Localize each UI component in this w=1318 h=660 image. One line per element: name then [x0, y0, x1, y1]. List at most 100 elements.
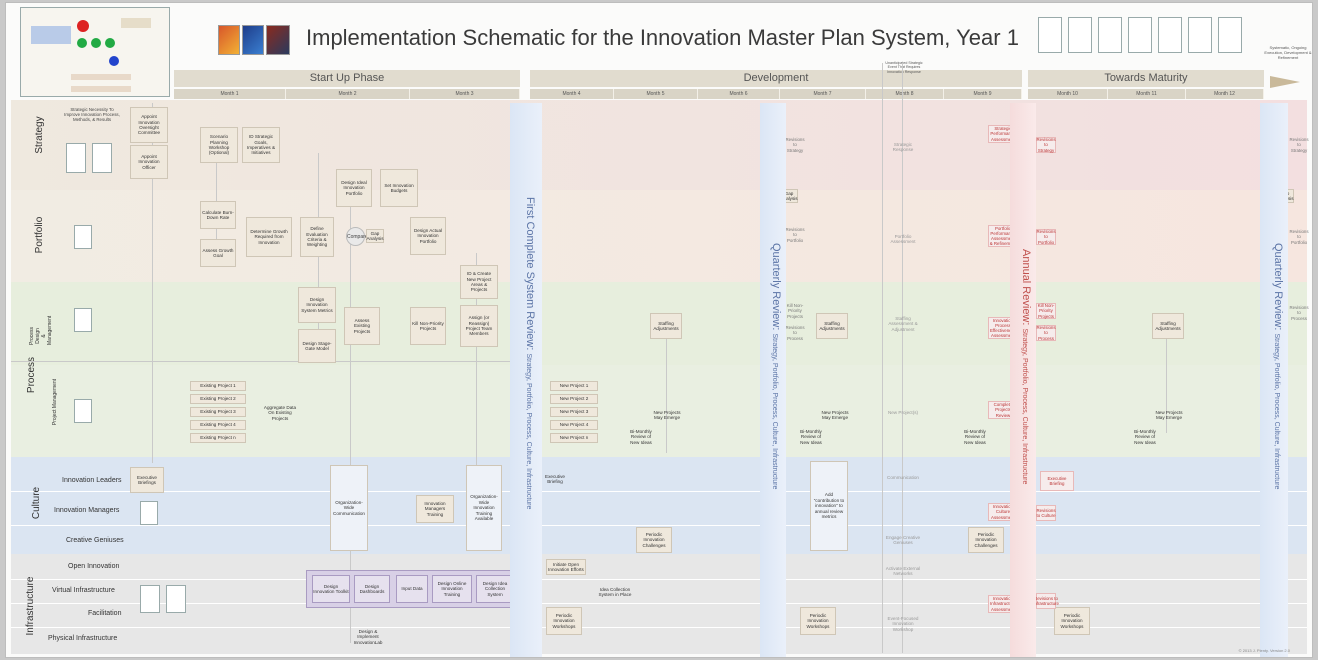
revisions-strategy-box[interactable]: Revisions to Strategy: [785, 137, 805, 153]
new-project-item[interactable]: New Project 2: [550, 394, 598, 404]
define-criteria-box[interactable]: Define Evaluation Criteria & Weighting: [300, 217, 334, 257]
gap-analysis-box[interactable]: Gap Analysis: [366, 229, 384, 243]
kill-nonpriority-box-2[interactable]: Kill Non-Priority Projects: [1036, 303, 1056, 319]
staffing-adjust-box-3[interactable]: Staffing Adjustments: [1152, 313, 1184, 339]
activate-external-box[interactable]: Activate External Networks: [885, 565, 921, 576]
toolkit-item[interactable]: Design Idea Collection System: [476, 575, 514, 603]
aggregate-box[interactable]: Aggregate Data On Existing Projects: [263, 404, 297, 421]
bimonthly-review: Bi-Monthly Review of New Ideas: [630, 428, 652, 445]
assess-growth-box[interactable]: Assess Growth Goal: [200, 239, 236, 267]
project-management-label: Project Management: [52, 378, 58, 426]
managers-training-box[interactable]: Innovation Managers Training: [416, 495, 454, 523]
open-efforts-box[interactable]: Initiate Open Innovation Efforts: [546, 559, 586, 575]
id-create-box[interactable]: ID & Create New Project Areas & Projects: [460, 265, 498, 299]
periodic-challenges-box[interactable]: Periodic Innovation Challenges: [636, 527, 672, 553]
revisions-portfolio-box-2[interactable]: Revisions to Portfolio: [1036, 229, 1056, 245]
id-goals-box[interactable]: ID Strategic Goals, Imperatives & Initia…: [242, 127, 280, 163]
set-budgets-box[interactable]: Set Innovation Budgets: [380, 169, 418, 207]
group-strategy: Strategy: [34, 116, 45, 154]
exec-briefings-box[interactable]: Executive Briefings: [130, 467, 164, 493]
month-label: Month 7: [780, 89, 866, 99]
design-lab-box[interactable]: Design & Implement InnovationLab: [353, 628, 383, 645]
revisions-strategy-box-3[interactable]: Revisions to Strategy: [1289, 137, 1309, 153]
org-communication-box[interactable]: Organization-Wide Communication: [330, 465, 368, 551]
periodic-workshops-box-2[interactable]: Periodic Innovation Workshops: [800, 607, 836, 635]
toolkit-item[interactable]: Input Data: [396, 575, 428, 603]
kill-projects-box[interactable]: Kill Non-Priority Projects: [410, 307, 446, 345]
burn-down-box[interactable]: Calculate Burn-Down Rate: [200, 201, 236, 229]
revisions-process-box-3[interactable]: Revisions to Process: [1289, 305, 1309, 321]
kill-nonpriority-box[interactable]: Kill Non-Priority Projects: [786, 303, 804, 319]
month-label: Month 4: [530, 89, 614, 99]
document-icon: [140, 585, 160, 613]
new-project-item[interactable]: New Project 4: [550, 420, 598, 430]
credit-text: © 2013 J. Plenty. Version 2.0: [1238, 648, 1290, 653]
existing-project-item[interactable]: Existing Project 4: [190, 420, 246, 430]
existing-project-item[interactable]: Existing Project 2: [190, 394, 246, 404]
lane-virtual-infrastructure: Virtual Infrastructure: [52, 587, 115, 594]
assign-teams-box[interactable]: Assign (or Reassign) Project Team Member…: [460, 305, 498, 347]
document-icon: [166, 585, 186, 613]
design-stage-gate-box[interactable]: Design Stage-Gate Model: [298, 329, 336, 363]
overview-thumbnail: [20, 7, 170, 97]
first-review-label: First Complete System Review: Strategy, …: [524, 197, 536, 510]
add-contribution-box[interactable]: Add "contribution to innovation" to annu…: [810, 461, 848, 551]
design-ideal-box[interactable]: Design Ideal Innovation Portfolio: [336, 169, 372, 207]
existing-project-item[interactable]: Existing Project 3: [190, 407, 246, 417]
phase-development: Development: [530, 70, 1022, 87]
exec-briefing-box[interactable]: Executive Briefing: [545, 473, 565, 484]
lane-innovation-leaders: Innovation Leaders: [62, 477, 122, 484]
scenario-workshop-box[interactable]: Scenario Planning Workshop (Optional): [200, 127, 238, 163]
engage-creative-box[interactable]: Engage Creative Geniuses: [885, 534, 921, 545]
revisions-portfolio-box[interactable]: Revisions to Portfolio: [785, 227, 805, 243]
determine-growth-box[interactable]: Determine Growth Required from Innovatio…: [246, 217, 292, 257]
bimonthly-review-2: Bi-Monthly Review of New Ideas: [800, 428, 822, 445]
toolkit-item[interactable]: Design Online Innovation Training: [432, 575, 472, 603]
toolkit-item[interactable]: Design Innovation Toolkit: [312, 575, 350, 603]
phase-maturity: Towards Maturity: [1028, 70, 1264, 87]
annual-review-column: [1010, 103, 1036, 657]
new-projects-box[interactable]: New Project(s): [887, 410, 919, 416]
revisions-portfolio-box-3[interactable]: Revisions to Portfolio: [1289, 229, 1309, 245]
appoint-officer-box[interactable]: Appoint Innovation Officer: [130, 145, 168, 179]
month-label: Month 12: [1186, 89, 1264, 99]
month-label: Month 6: [698, 89, 780, 99]
strategic-necessity-text: Strategic Necessity To Improve Innovatio…: [64, 107, 120, 123]
document-icon: [92, 143, 112, 173]
exec-briefing-red-box[interactable]: Executive Briefing: [1040, 471, 1074, 491]
staffing-adjust-box-2[interactable]: Staffing Adjustments: [816, 313, 848, 339]
new-projects-emerge-3: New Projects May Emerge: [1155, 409, 1183, 420]
design-metrics-box[interactable]: Design Innovation System Metrics: [298, 287, 336, 323]
new-project-item[interactable]: New Project n: [550, 433, 598, 443]
revisions-infra-box[interactable]: Revisions to Infrastructure: [1033, 593, 1059, 609]
idea-collection-box[interactable]: Idea Collection System in Place: [598, 586, 632, 597]
month-label: Month 2: [286, 89, 410, 99]
existing-project-item[interactable]: Existing Project 1: [190, 381, 246, 391]
org-training-box[interactable]: Organization-Wide Innovation Training Av…: [466, 465, 502, 551]
new-project-item[interactable]: New Project 1: [550, 381, 598, 391]
periodic-workshops-box-3[interactable]: Periodic Innovation Workshops: [1054, 607, 1090, 635]
event-focused-box[interactable]: Event-Focused Innovation Workshop: [887, 615, 919, 632]
revisions-process-box[interactable]: Revisions to Process: [785, 325, 805, 341]
periodic-workshops-box[interactable]: Periodic Innovation Workshops: [546, 607, 582, 635]
design-actual-box[interactable]: Design Actual Innovation Portfolio: [410, 217, 446, 255]
existing-project-item[interactable]: Existing Project n: [190, 433, 246, 443]
revisions-culture-box[interactable]: Revisions to Culture: [1036, 505, 1056, 521]
staffing-adjust-box[interactable]: Staffing Adjustments: [650, 313, 682, 339]
communication-box[interactable]: Communication: [887, 475, 919, 481]
staffing-assessment-box[interactable]: Staffing Assessment & Adjustment: [888, 315, 918, 332]
month-label: Month 5: [614, 89, 698, 99]
revisions-process-box-2[interactable]: Revisions to Process: [1036, 325, 1056, 341]
arrow-right-icon: [1270, 76, 1300, 88]
revisions-strategy-box-2[interactable]: Revisions to Strategy: [1036, 137, 1056, 153]
phase-startup: Start Up Phase: [174, 70, 520, 87]
assess-existing-box[interactable]: Assess Existing Projects: [344, 307, 380, 345]
bimonthly-review-3: Bi-Monthly Review of New Ideas: [964, 428, 986, 445]
periodic-challenges-box-2[interactable]: Periodic Innovation Challenges: [968, 527, 1004, 553]
new-project-item[interactable]: New Project 3: [550, 407, 598, 417]
strategic-response-box[interactable]: Strategic Response: [892, 141, 914, 152]
toolkit-item[interactable]: Design Dashboards: [354, 575, 390, 603]
appoint-committee-box[interactable]: Appoint Innovation Oversight Committee: [130, 107, 168, 143]
portfolio-assessment-box[interactable]: Portfolio Assessment: [890, 233, 916, 244]
infrastructure-band: [11, 554, 1307, 654]
